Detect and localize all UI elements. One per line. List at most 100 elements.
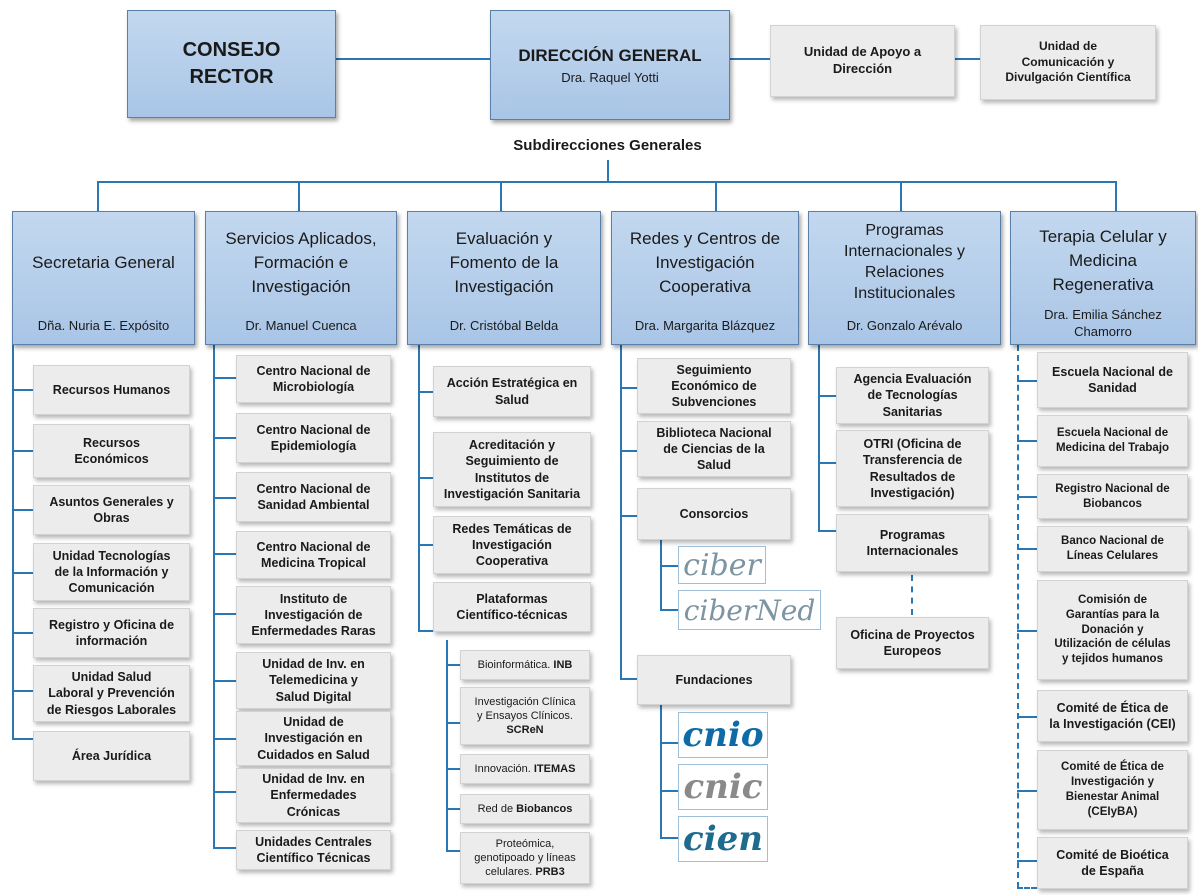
connector-line [660, 609, 678, 611]
org-unit-label: Área Jurídica [71, 748, 152, 763]
logo-text: ciber [683, 547, 761, 583]
org-unit-box: Plataformas Científico-técnicas [433, 582, 591, 632]
org-unit-label: Instituto de Investigación de Enfermedad… [251, 591, 376, 639]
org-unit-box: Comité de Bioética de España [1037, 837, 1188, 889]
connector-line [213, 437, 236, 439]
connector-line [1017, 548, 1037, 550]
connector-line [12, 738, 33, 740]
org-unit-box: Unidad de Investigación en Cuidados en S… [236, 711, 391, 766]
unidad-comunicacion-box: Unidad de Comunicación y Divulgación Cie… [980, 25, 1156, 100]
consejo-rector-box: CONSEJO RECTOR [127, 10, 336, 118]
cien-logo: cien [678, 816, 768, 862]
org-unit-box: Comisión de Garantías para la Donación y… [1037, 580, 1188, 680]
column-header-evaluacion: Evaluación y Fomento de la Investigación… [407, 211, 601, 345]
cnio-logo: cnio [678, 712, 768, 758]
org-unit-label: Centro Nacional de Microbiología [256, 363, 371, 394]
connector-line [818, 462, 836, 464]
org-unit-box: Acreditación y Seguimiento de Institutos… [433, 432, 591, 507]
connector-line [660, 742, 678, 744]
connector-line [12, 345, 14, 738]
platform-box: Red de Biobancos [460, 794, 590, 824]
org-unit-label: Unidad Tecnologías de la Información y C… [52, 548, 171, 596]
org-unit-box: Acción Estratégica en Salud [433, 366, 591, 417]
org-unit-box: Biblioteca Nacional de Ciencias de la Sa… [637, 421, 791, 477]
org-unit-label: Escuela Nacional de Sanidad [1052, 364, 1173, 395]
connector-line [213, 847, 236, 849]
platform-label: Bioinformática. INB [478, 658, 573, 672]
column-title: Terapia Celular y Medicina Regenerativa [1039, 227, 1167, 294]
platform-box: Proteómica, genotipoado y líneas celular… [460, 832, 590, 884]
org-unit-box: Seguimiento Económico de Subvenciones [637, 358, 791, 414]
org-unit-label: Unidad de Inv. en Enfermedades Crónicas [262, 772, 365, 819]
logo-text: ciberNed [683, 593, 816, 627]
cnic-logo: cnic [678, 764, 768, 810]
connector-line [12, 389, 33, 391]
platform-label: Red de Biobancos [478, 802, 573, 816]
column-title: Redes y Centros de Investigación Coopera… [629, 229, 781, 296]
logo-text: cnio [682, 715, 764, 755]
platform-text: Red de [477, 802, 517, 815]
org-unit-box: Unidad Tecnologías de la Información y C… [33, 543, 190, 601]
org-unit-box: Centro Nacional de Microbiología [236, 355, 391, 403]
org-unit-label: Comité de Ética de la Investigación (CEI… [1049, 700, 1176, 731]
platform-acronym: Biobancos [516, 802, 573, 815]
connector-line [900, 181, 902, 211]
direccion-general-name: Dra. Raquel Yotti [561, 69, 659, 85]
org-unit-label: Comisión de Garantías para la Donación y… [1054, 593, 1171, 666]
org-unit-label: Recursos Económicos [74, 435, 149, 466]
column-header-programas: Programas Internacionales y Relaciones I… [808, 211, 1001, 345]
connector-line [12, 690, 33, 692]
dashed-connector [1017, 887, 1037, 889]
org-unit-label: Agencia Evaluación de Tecnologías Sanita… [853, 372, 972, 419]
platform-text: Proteómica, genotipoado y líneas celular… [474, 837, 576, 879]
platform-acronym: PRB3 [535, 866, 565, 879]
connector-line [97, 181, 99, 211]
org-unit-label: Asuntos Generales y Obras [49, 494, 174, 525]
dashed-connector [911, 575, 913, 615]
column-title: Servicios Aplicados, Formación e Investi… [225, 229, 377, 296]
org-unit-label: Centro Nacional de Medicina Tropical [256, 539, 371, 570]
connector-line [446, 722, 460, 724]
connector-line [213, 377, 236, 379]
connector-line [213, 553, 236, 555]
org-unit-box: Consorcios [637, 488, 791, 540]
platform-label: Innovación. ITEMAS [475, 762, 576, 776]
unidad-apoyo-box: Unidad de Apoyo a Dirección [770, 25, 955, 97]
column-director: Dr. Gonzalo Arévalo [846, 317, 963, 333]
org-unit-box: Banco Nacional de Líneas Celulares [1037, 526, 1188, 572]
connector-line [818, 345, 820, 531]
connector-line [660, 837, 678, 839]
connector-line [500, 181, 502, 211]
connector-line [446, 850, 460, 852]
logo-text: cien [683, 819, 763, 859]
connector-line [620, 450, 637, 452]
column-director: Dra. Emilia Sánchez Chamorro [1044, 307, 1162, 339]
connector-line [1017, 630, 1037, 632]
platform-box: Bioinformática. INB [460, 650, 590, 680]
org-unit-label: Consorcios [679, 506, 749, 521]
connector-line [607, 160, 609, 182]
connector-line [660, 790, 678, 792]
direccion-general-title: DIRECCIÓN GENERAL [518, 45, 702, 65]
platform-label: Investigación Clínica y Ensayos Clínicos… [475, 695, 576, 738]
connector-line [1017, 380, 1037, 382]
org-unit-label: Biblioteca Nacional de Ciencias de la Sa… [656, 425, 772, 473]
connector-line [213, 345, 215, 848]
connector-line [213, 613, 236, 615]
org-unit-box: Centro Nacional de Medicina Tropical [236, 531, 391, 579]
connector-line [620, 345, 622, 679]
org-unit-label: Registro y Oficina de información [48, 617, 175, 648]
connector-line [1115, 181, 1117, 211]
connector-line [213, 738, 236, 740]
org-unit-box: Unidad de Inv. en Telemedicina y Salud D… [236, 652, 391, 709]
org-unit-label: Redes Temáticas de Investigación Coopera… [452, 521, 572, 569]
org-unit-box: Centro Nacional de Epidemiología [236, 413, 391, 463]
org-unit-box: OTRI (Oficina de Transferencia de Result… [836, 430, 989, 507]
connector-line [818, 395, 836, 397]
platform-text: Bioinformática. [477, 658, 554, 671]
connector-line [1017, 860, 1037, 862]
connector-line [418, 544, 433, 546]
column-director: Dña. Nuria E. Expósito [37, 317, 170, 333]
connector-line [955, 58, 980, 60]
org-unit-box: Comité de Ética de la Investigación (CEI… [1037, 690, 1188, 742]
